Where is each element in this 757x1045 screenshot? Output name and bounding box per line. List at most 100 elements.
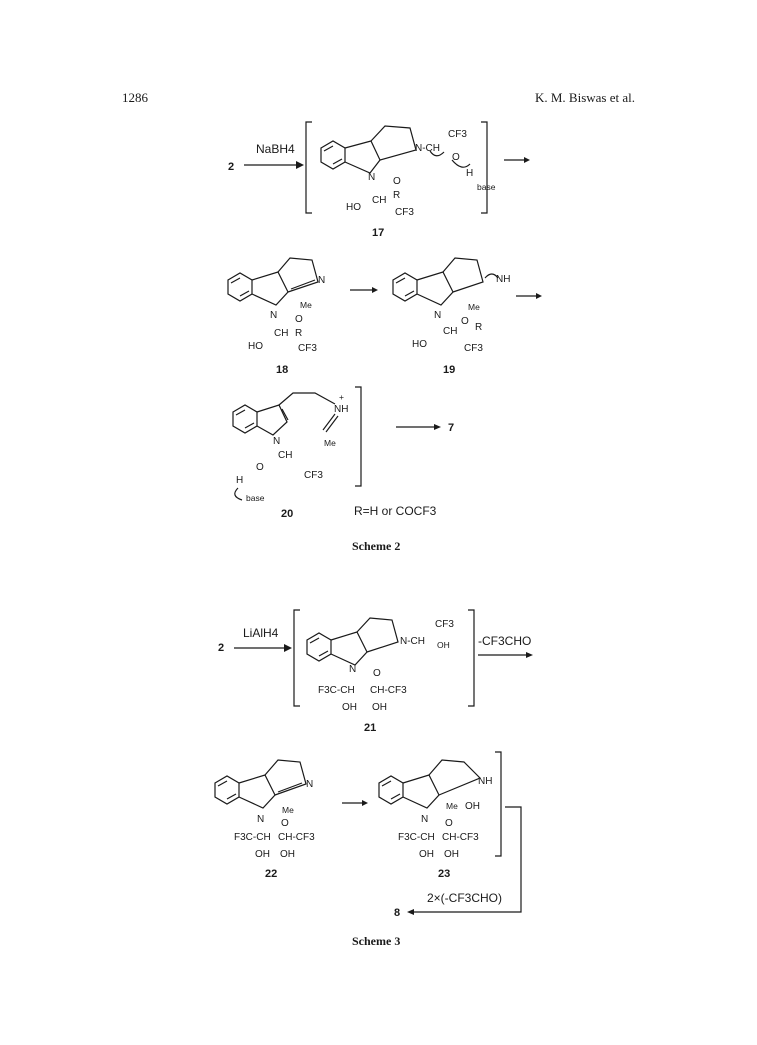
- c21-ch-cf3: CH-CF3: [370, 685, 407, 696]
- c20-me: Me: [324, 438, 336, 448]
- c20-base: base: [246, 493, 265, 503]
- c21-cf3: CF3: [435, 619, 454, 630]
- scheme3-arrowhead-4: [407, 909, 414, 915]
- compound-label-19: 19: [443, 364, 455, 376]
- c19-nh: NH: [496, 274, 510, 285]
- c19-me: Me: [468, 302, 480, 312]
- c17-base: base: [477, 182, 496, 192]
- c20-nh: NH: [334, 404, 348, 415]
- bracket-17-right: [481, 121, 488, 214]
- c21-oh-side: OH: [437, 640, 450, 650]
- c21-n: N: [349, 664, 356, 675]
- c19-ch: CH: [443, 326, 457, 337]
- c23-me: Me: [446, 801, 458, 811]
- c20-h: H: [236, 475, 243, 486]
- scheme3-start-number: 2: [218, 642, 224, 654]
- compound-label-18: 18: [276, 364, 288, 376]
- c21-f3c-ch: F3C-CH: [318, 685, 355, 696]
- compound-21-structure: [306, 617, 399, 666]
- scheme3-arrowhead-1: [284, 644, 292, 652]
- scheme3-arrowhead-3: [362, 800, 368, 806]
- scheme3-arrow-4: [414, 806, 522, 913]
- c23-ch-cf3: CH-CF3: [442, 832, 479, 843]
- c17-n: N: [368, 172, 375, 183]
- c17-h: H: [466, 168, 473, 179]
- running-head: K. M. Biswas et al.: [534, 90, 635, 105]
- scheme2-arrowhead-2: [524, 157, 530, 163]
- c23-oh1: OH: [419, 849, 434, 860]
- c19-n: N: [434, 310, 441, 321]
- c23-n: N: [421, 814, 428, 825]
- c17-r: R: [393, 190, 400, 201]
- compound-label-22: 22: [265, 868, 277, 880]
- scheme2-product-number: 7: [448, 422, 454, 434]
- c20-ch: CH: [278, 450, 292, 461]
- c18-ho: HO: [248, 341, 263, 352]
- c23-o: O: [445, 818, 453, 829]
- bracket-21-right: [468, 609, 475, 707]
- c21-n-ch: N-CH: [400, 636, 425, 647]
- c17-ho: HO: [346, 202, 361, 213]
- compound-23-structure: [378, 759, 482, 809]
- compound-17-structure: [320, 125, 471, 174]
- c19-ho: HO: [412, 339, 427, 350]
- c21-oh1: OH: [342, 702, 357, 713]
- c17-o-arrow: O: [452, 152, 460, 163]
- c19-o: O: [461, 316, 469, 327]
- c18-o: O: [295, 314, 303, 325]
- c18-n-ring: N: [318, 275, 325, 286]
- compound-label-17: 17: [372, 227, 384, 239]
- scheme3-loss-reagent-2: 2×(-CF3CHO): [427, 891, 502, 905]
- bracket-20-right: [355, 386, 362, 487]
- compound-label-20: 20: [281, 508, 293, 520]
- c19-r: R: [475, 322, 482, 333]
- page-number: 1286: [122, 90, 148, 105]
- c17-n-ch: N-CH: [415, 143, 440, 154]
- compound-label-21: 21: [364, 722, 376, 734]
- scheme2-arrowhead-1: [296, 161, 304, 169]
- c20-o: O: [256, 462, 264, 473]
- c23-nh: NH: [478, 776, 492, 787]
- c17-o: O: [393, 176, 401, 187]
- c18-r: R: [295, 328, 302, 339]
- c18-n: N: [270, 310, 277, 321]
- c18-cf3: CF3: [298, 343, 317, 354]
- c22-oh1: OH: [255, 849, 270, 860]
- c22-oh2: OH: [280, 849, 295, 860]
- scheme2-reagent: NaBH4: [256, 142, 295, 156]
- c22-f3c-ch: F3C-CH: [234, 832, 271, 843]
- c23-f3c-ch: F3C-CH: [398, 832, 435, 843]
- c19-cf3: CF3: [464, 343, 483, 354]
- scheme2-arrowhead-5: [434, 424, 441, 430]
- scheme3-product-number: 8: [394, 907, 400, 919]
- c23-oh: OH: [465, 801, 480, 812]
- scheme3-reagent: LiAlH4: [243, 626, 279, 640]
- c22-o: O: [281, 818, 289, 829]
- compound-18-structure: [227, 257, 319, 306]
- compound-19-structure: [392, 257, 499, 306]
- c17-cf3-top: CF3: [448, 129, 467, 140]
- scheme3-caption: Scheme 3: [352, 934, 400, 948]
- c21-o: O: [373, 668, 381, 679]
- c20-plus: +: [339, 392, 344, 402]
- c23-oh2: OH: [444, 849, 459, 860]
- c22-ch-cf3: CH-CF3: [278, 832, 315, 843]
- scheme3-loss-reagent: -CF3CHO: [478, 634, 531, 648]
- c22-n-ring: N: [306, 779, 313, 790]
- scheme2-start-number: 2: [228, 161, 234, 173]
- c20-n: N: [273, 436, 280, 447]
- scheme2-arrowhead-3: [372, 287, 378, 293]
- bracket-21-left: [293, 609, 300, 707]
- compound-label-23: 23: [438, 868, 450, 880]
- compound-22-structure: [214, 759, 307, 809]
- c21-oh2: OH: [372, 702, 387, 713]
- c20-cf3: CF3: [304, 470, 323, 481]
- c22-n: N: [257, 814, 264, 825]
- c18-me: Me: [300, 300, 312, 310]
- c17-cf3: CF3: [395, 207, 414, 218]
- bracket-23-right: [495, 751, 502, 857]
- c18-ch: CH: [274, 328, 288, 339]
- compound-20-structure: [232, 392, 339, 436]
- scheme2-arrowhead-4: [536, 293, 542, 299]
